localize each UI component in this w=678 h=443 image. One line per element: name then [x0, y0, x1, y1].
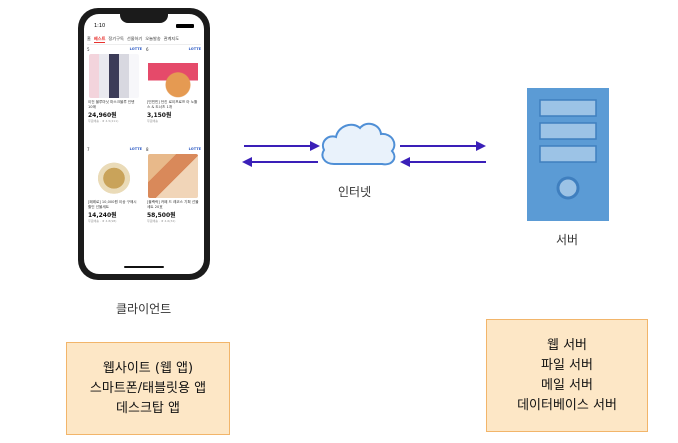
internet-label: 인터넷: [338, 185, 372, 199]
product-meta: 무료배송 · ★ 4.5(211): [88, 119, 119, 123]
product-price: 58,500원: [147, 212, 176, 219]
app-tabs: 홈 베스트 정기구독 선물하기 오늘발송 관계지도: [87, 34, 201, 45]
product-rank: 6: [146, 47, 149, 52]
tab-map[interactable]: 관계지도: [163, 36, 180, 41]
tab-home[interactable]: 홈: [87, 36, 91, 41]
product-card[interactable]: 6 LOTTE [빈빈빈] 던킨 로이프로프 아 노틀스 & 도너츠 1개 3,…: [146, 47, 201, 129]
brand-logo: LOTTE: [188, 47, 201, 51]
client-type-item: 웹사이트 (웹 앱): [102, 360, 194, 376]
phone-notch: [120, 14, 168, 23]
product-title: [빈빈빈] 던킨 로이프로프 아 노틀스 & 도너츠 1개: [147, 100, 198, 109]
server-icon: [527, 88, 609, 221]
arrow-head-left: [242, 157, 252, 167]
product-rank: 5: [87, 47, 90, 52]
server-type-item: 데이터베이스 서버: [517, 397, 617, 413]
server-drive: [539, 145, 597, 163]
right-arrows: [400, 141, 486, 167]
brand-logo: LOTTE: [188, 147, 201, 151]
arrow-head-right: [310, 141, 320, 151]
home-indicator: [124, 266, 164, 268]
internet-cloud-icon: [321, 122, 396, 166]
tab-best[interactable]: 베스트: [93, 35, 106, 43]
brand-logo: LOTTE: [129, 147, 142, 151]
product-meta: 무료배송: [147, 119, 159, 123]
product-title: [블랙락] 카페 드 레코스 기획 선물세트 20호: [147, 200, 199, 209]
product-rank: 8: [146, 147, 149, 152]
product-price: 3,150원: [147, 112, 172, 119]
product-image: [148, 154, 198, 198]
tab-gift[interactable]: 선물하기: [126, 36, 143, 41]
brand-logo: LOTTE: [129, 47, 142, 51]
tab-today[interactable]: 오늘발송: [145, 36, 161, 41]
arrow-head-left: [400, 157, 410, 167]
status-time: 1:10: [94, 23, 106, 29]
product-image: [89, 154, 139, 198]
product-meta: 무료배송 · ★ 4.6(32): [147, 219, 176, 223]
server-type-item: 파일 서버: [541, 357, 593, 373]
status-icons: [176, 24, 194, 28]
left-arrows: [242, 141, 320, 167]
server-types-box: 웹 서버 파일 서버 메일 서버 데이터베이스 서버: [486, 319, 648, 432]
product-meta: 무료배송 · ★ 4.8(98): [88, 219, 117, 223]
product-image: [148, 54, 198, 98]
server-drive: [539, 122, 597, 140]
server-type-item: 메일 서버: [541, 377, 593, 393]
product-rank: 7: [87, 147, 90, 152]
server-label: 서버: [556, 233, 579, 247]
client-label: 클라이언트: [116, 302, 172, 316]
product-price: 14,240원: [88, 212, 117, 219]
arrow-head-right: [476, 141, 486, 151]
server-type-item: 웹 서버: [546, 337, 587, 353]
product-card[interactable]: 5 LOTTE 이건 블루마닛 마스크블루 인텐 10매 24,960원 무료배…: [87, 47, 142, 129]
client-type-item: 데스크탑 앱: [116, 400, 180, 416]
product-title: [페레로] 10,000원 이상 구매시 할인 선물세트: [88, 200, 137, 209]
tab-subscription[interactable]: 정기구독: [108, 36, 124, 41]
client-type-item: 스마트폰/태블릿용 앱: [89, 380, 207, 396]
smartphone: 1:10 홈 베스트 정기구독 선물하기 오늘발송 관계지도 5 LOTTE 이…: [78, 8, 210, 280]
product-card[interactable]: 8 LOTTE [블랙락] 카페 드 레코스 기획 선물세트 20호 58,50…: [146, 147, 201, 229]
product-card[interactable]: 7 LOTTE [페레로] 10,000원 이상 구매시 할인 선물세트 14,…: [87, 147, 142, 229]
product-price: 24,960원: [88, 112, 117, 119]
product-image: [89, 54, 139, 98]
product-title: 이건 블루마닛 마스크블루 인텐 10매: [88, 100, 135, 109]
phone-screen: 1:10 홈 베스트 정기구독 선물하기 오늘발송 관계지도 5 LOTTE 이…: [84, 14, 204, 274]
client-types-box: 웹사이트 (웹 앱) 스마트폰/태블릿용 앱 데스크탑 앱: [66, 342, 230, 435]
server-drive: [539, 99, 597, 117]
server-power-button: [556, 176, 580, 200]
